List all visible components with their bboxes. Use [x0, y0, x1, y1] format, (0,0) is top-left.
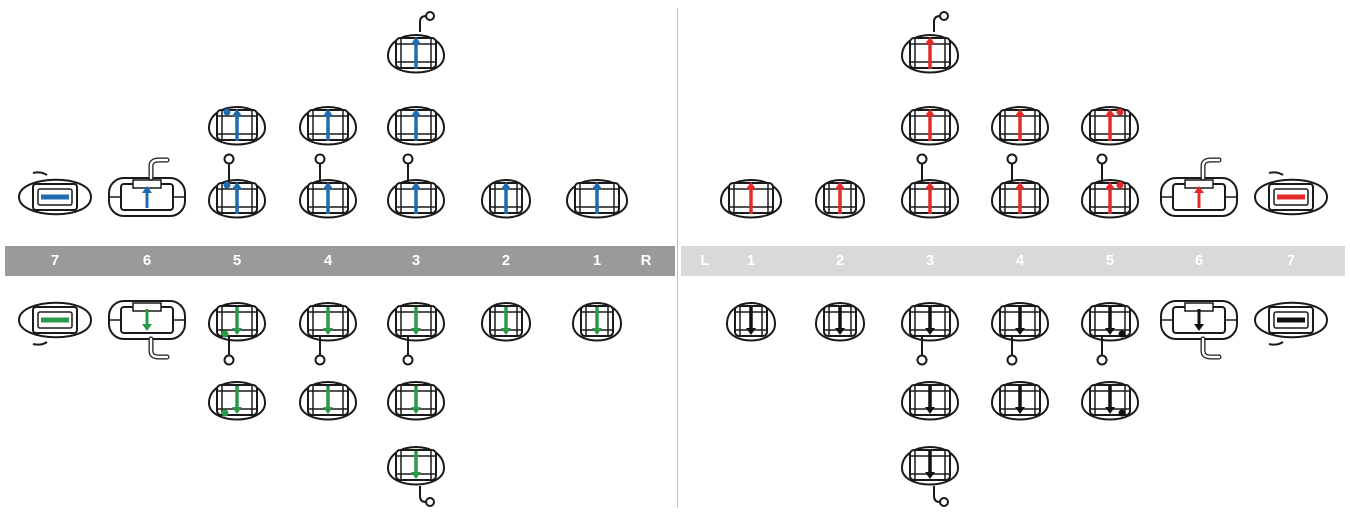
right-lower-tooth-5-bracket-icon-1: [209, 303, 265, 365]
left-upper-tooth-1-bracket-icon-1: [721, 180, 781, 218]
right-lower-tooth-3-bracket-icon-1: [388, 303, 444, 365]
right-lower-tooth-5-bracket-icon-2: [209, 382, 265, 420]
left-lower-tooth-5-bracket-icon-1: [1082, 303, 1138, 365]
right-upper-tooth-5-bracket-icon-2: [209, 107, 265, 145]
right-lower-tooth-4-bracket-icon-1: [300, 303, 356, 365]
left-lower-tooth-3-bracket-icon-1: [902, 303, 958, 365]
left-upper-tooth-5-bracket-icon-1: [1082, 155, 1138, 218]
right-lower-tooth-3-bracket-icon-3: [388, 447, 444, 506]
left-lower-tooth-1-bracket-icon-1: [727, 303, 775, 341]
right-upper-tooth-1-bracket-icon-1: [567, 180, 627, 218]
left-lower-tooth-6-bracket-icon-1: [1161, 301, 1237, 357]
right-upper-tooth-3-bracket-icon-1: [388, 155, 444, 218]
right-lower-tooth-3-bracket-icon-2: [388, 382, 444, 420]
right-upper-tooth-2-bracket-icon-1: [482, 180, 530, 218]
left-upper-tooth-6-bracket-icon-1: [1161, 160, 1237, 216]
right-lower-tooth-7-bracket-icon-1: [19, 303, 91, 345]
right-upper-tooth-6-bracket-icon-1: [109, 160, 185, 216]
right-upper-tooth-4-bracket-icon-2: [300, 107, 356, 145]
right-lower-tooth-2-bracket-icon-1: [482, 303, 530, 341]
left-lower-tooth-7-bracket-icon-1: [1255, 303, 1327, 345]
right-upper-tooth-5-bracket-icon-1: [209, 155, 265, 218]
right-upper-tooth-3-bracket-icon-2: [388, 107, 444, 145]
left-lower-tooth-3-bracket-icon-3: [902, 447, 958, 506]
left-lower-tooth-4-bracket-icon-2: [992, 382, 1048, 420]
right-lower-tooth-6-bracket-icon-1: [109, 301, 185, 357]
left-lower-tooth-2-bracket-icon-1: [816, 303, 864, 341]
right-upper-tooth-7-bracket-icon-1: [19, 172, 91, 214]
right-upper-tooth-3-bracket-icon-3: [388, 12, 444, 73]
left-lower-tooth-4-bracket-icon-1: [992, 303, 1048, 365]
left-upper-tooth-5-bracket-icon-2: [1082, 107, 1138, 145]
left-lower-tooth-5-bracket-icon-2: [1082, 382, 1138, 420]
left-upper-tooth-3-bracket-icon-2: [902, 107, 958, 145]
left-upper-tooth-3-bracket-icon-3: [902, 12, 958, 73]
left-upper-tooth-4-bracket-icon-2: [992, 107, 1048, 145]
left-upper-tooth-7-bracket-icon-1: [1255, 172, 1327, 214]
right-lower-tooth-1-bracket-icon-1: [573, 303, 621, 341]
right-upper-tooth-4-bracket-icon-1: [300, 155, 356, 218]
left-upper-tooth-2-bracket-icon-1: [816, 180, 864, 218]
left-lower-tooth-3-bracket-icon-2: [902, 382, 958, 420]
left-upper-tooth-3-bracket-icon-1: [902, 155, 958, 218]
right-lower-tooth-4-bracket-icon-2: [300, 382, 356, 420]
left-upper-tooth-4-bracket-icon-1: [992, 155, 1048, 218]
